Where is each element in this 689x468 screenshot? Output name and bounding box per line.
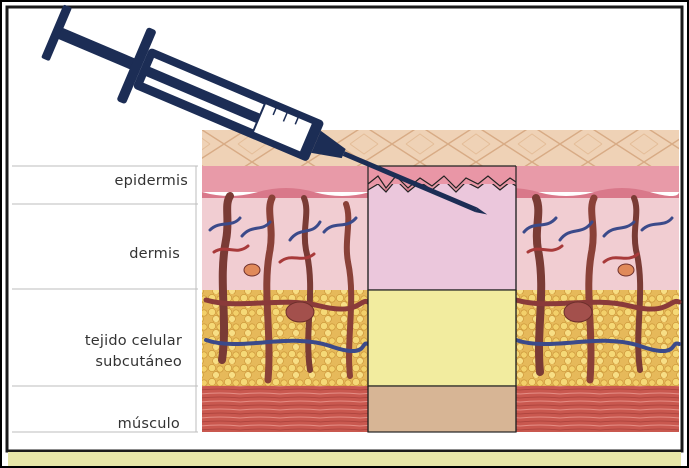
label-dermis: dermis bbox=[129, 246, 180, 262]
label-muscle: músculo bbox=[118, 416, 180, 432]
bottom-band bbox=[8, 452, 681, 466]
label-subcutaneous-line1: tejido celular bbox=[85, 333, 182, 349]
label-subcutaneous-line2: subcutáneo bbox=[95, 354, 182, 370]
cross-section-column bbox=[368, 166, 516, 432]
skin-illustration bbox=[202, 130, 679, 432]
section-fat bbox=[368, 290, 516, 386]
section-muscle bbox=[368, 386, 516, 432]
label-epidermis: epidermis bbox=[115, 173, 189, 189]
